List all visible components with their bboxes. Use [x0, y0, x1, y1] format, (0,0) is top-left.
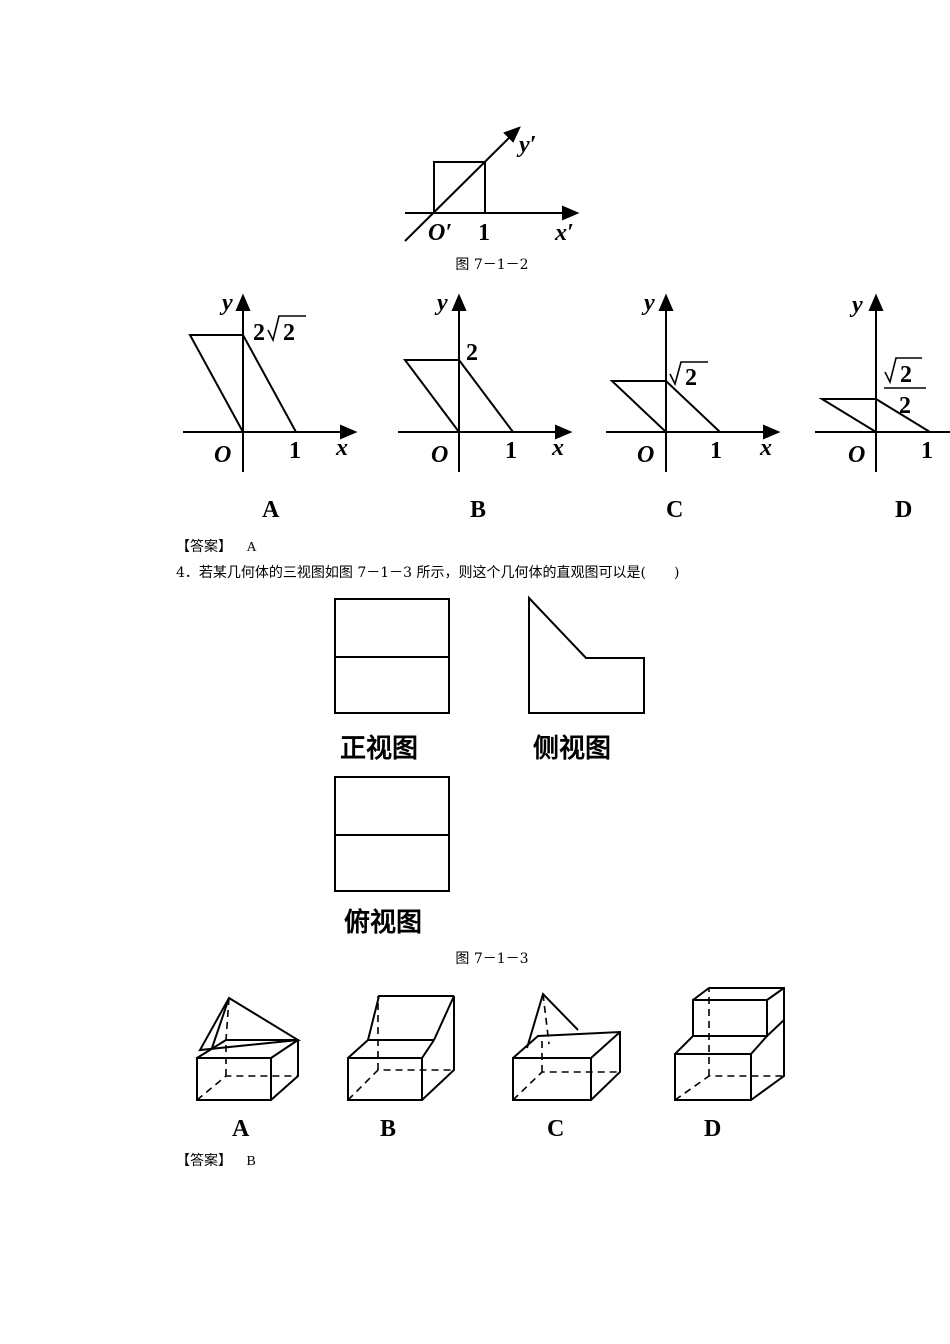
- option-letter: C: [666, 497, 683, 523]
- option-b-figure: y 2 O 1 x B: [398, 290, 573, 523]
- label-y: y: [641, 290, 655, 316]
- label-origin: O: [214, 442, 231, 468]
- option-c-figure: y 2 O 1 x C: [606, 290, 781, 523]
- option-letter: C: [547, 1116, 564, 1142]
- label-y: y: [219, 290, 233, 316]
- y-prime-axis: [404, 129, 518, 242]
- label-x: x: [335, 435, 348, 461]
- front-view-label: 正视图: [340, 734, 419, 764]
- x-arrow: [340, 424, 358, 440]
- y-arrow: [658, 293, 674, 311]
- answer-q3: 【答案】 A: [176, 536, 257, 556]
- label-one: 1: [478, 220, 490, 246]
- label-sqrt: 2: [283, 320, 295, 346]
- question-4: 4．若某几何体的三视图如图 7－1－3 所示，则这个几何体的直观图可以是( ): [176, 565, 680, 581]
- front-view: [334, 598, 450, 714]
- label-y-prime: y′: [516, 132, 536, 158]
- option-letter: D: [895, 497, 912, 523]
- answer-value: A: [246, 540, 257, 555]
- parallelogram: [818, 398, 934, 433]
- side-view: [528, 595, 645, 714]
- parallelogram: [403, 359, 515, 433]
- parallelogram: [609, 380, 723, 433]
- option-c-solid: C: [512, 992, 621, 1142]
- figure-caption-713: 图 7－1－3: [455, 951, 529, 967]
- x-arrow: [555, 424, 573, 440]
- square: [433, 161, 486, 214]
- answer-label: 【答案】: [176, 1153, 232, 1169]
- parallelogram: [188, 334, 298, 433]
- option-a-solid: A: [196, 996, 302, 1142]
- answer-value: B: [246, 1154, 256, 1169]
- label-height: 2: [253, 320, 265, 346]
- label-origin: O: [431, 442, 448, 468]
- label-origin: O′: [428, 220, 452, 246]
- y-prime-arrow: [503, 126, 521, 143]
- sqrt-sign: [267, 315, 306, 343]
- label-one: 1: [289, 438, 301, 464]
- label-one: 1: [710, 438, 722, 464]
- figure-caption-712: 图 7－1－2: [455, 257, 529, 273]
- option-letter: B: [380, 1116, 396, 1142]
- option-d-figure: y 2 2 O 1 D: [815, 292, 950, 523]
- y-arrow: [868, 293, 884, 311]
- top-view-label: 俯视图: [344, 908, 423, 938]
- label-frac-den: 2: [899, 393, 911, 419]
- y-arrow: [451, 293, 467, 311]
- sqrt-sign: [669, 361, 708, 387]
- option-letter: A: [262, 497, 280, 523]
- option-letter: D: [704, 1116, 721, 1142]
- label-one: 1: [921, 438, 933, 464]
- x-arrow: [763, 424, 781, 440]
- answer-label: 【答案】: [176, 539, 232, 555]
- label-height: 2: [466, 340, 478, 366]
- label-x: x: [759, 435, 772, 461]
- label-origin: O: [637, 442, 654, 468]
- label-y: y: [434, 290, 448, 316]
- x-prime-arrow: [562, 205, 580, 221]
- label-x-prime: x′: [554, 220, 574, 246]
- option-b-solid: B: [347, 995, 455, 1142]
- option-letter: A: [232, 1116, 250, 1142]
- answer-q4: 【答案】 B: [176, 1150, 256, 1170]
- label-y: y: [849, 292, 863, 318]
- label-x: x: [551, 435, 564, 461]
- label-sqrt: 2: [685, 365, 697, 391]
- option-letter: B: [470, 497, 486, 523]
- label-origin: O: [848, 442, 865, 468]
- label-one: 1: [505, 438, 517, 464]
- option-a-figure: y 2 2 O 1 x A: [183, 290, 358, 523]
- top-view: [334, 776, 450, 892]
- y-arrow: [235, 293, 251, 311]
- option-d-solid: D: [674, 987, 785, 1142]
- side-view-label: 侧视图: [533, 734, 612, 764]
- sqrt-sign: [884, 357, 922, 385]
- label-frac-num: 2: [900, 362, 912, 388]
